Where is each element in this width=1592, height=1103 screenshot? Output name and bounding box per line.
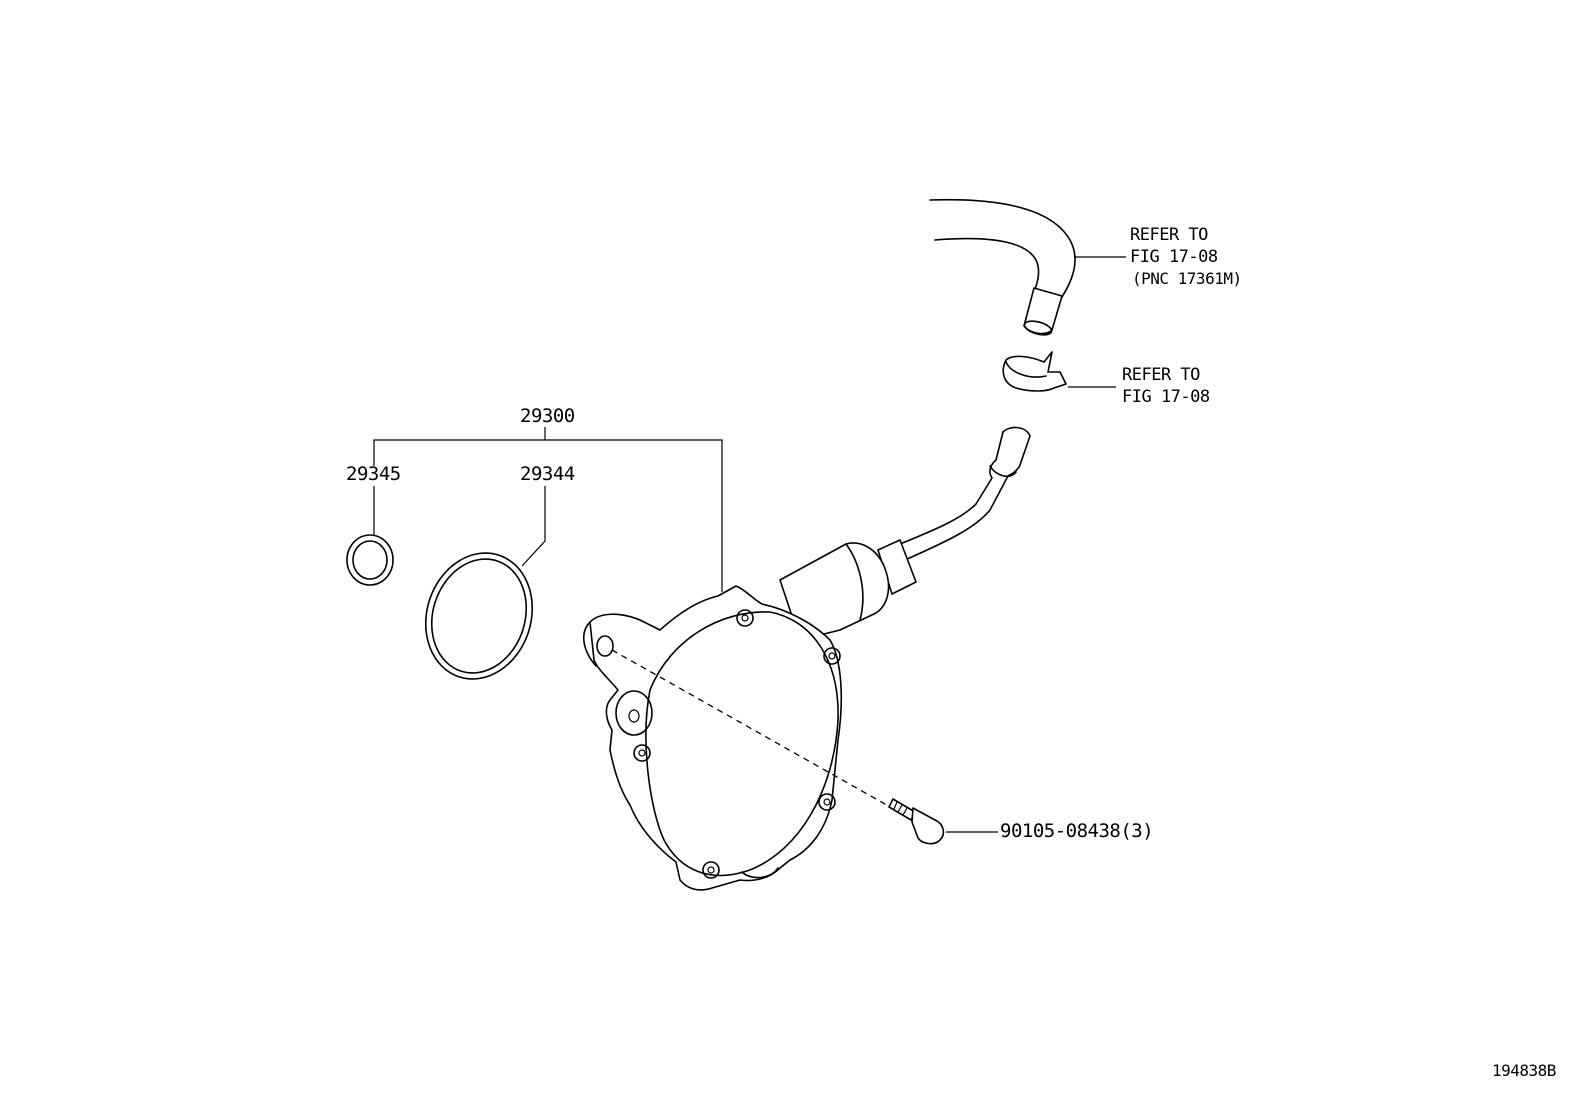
part-number-29344: 29344 [520,463,575,485]
part-number-bolt: 90105-08438(3) [1000,820,1154,842]
bolt-drawing [888,798,998,845]
o-ring-small-29345 [346,486,394,586]
clip-refer-line1: REFER TO [1122,365,1200,385]
bolt-install-line [611,649,893,809]
figure-id: 194838B [1492,1061,1556,1080]
clip-drawing [1002,351,1116,392]
o-ring-large-29344 [424,486,546,680]
vacuum-pump-drawing [583,426,1031,891]
hose-drawing [929,198,1126,336]
hose-refer-line2: FIG 17-08 [1130,247,1218,267]
hose-refer-pnc: (PNC 17361M) [1132,269,1242,288]
assembly-bracket-29300 [373,427,723,592]
part-number-29300: 29300 [520,405,575,427]
part-number-29345: 29345 [346,463,401,485]
hose-refer-line1: REFER TO [1130,225,1208,245]
clip-refer-line2: FIG 17-08 [1122,387,1210,407]
